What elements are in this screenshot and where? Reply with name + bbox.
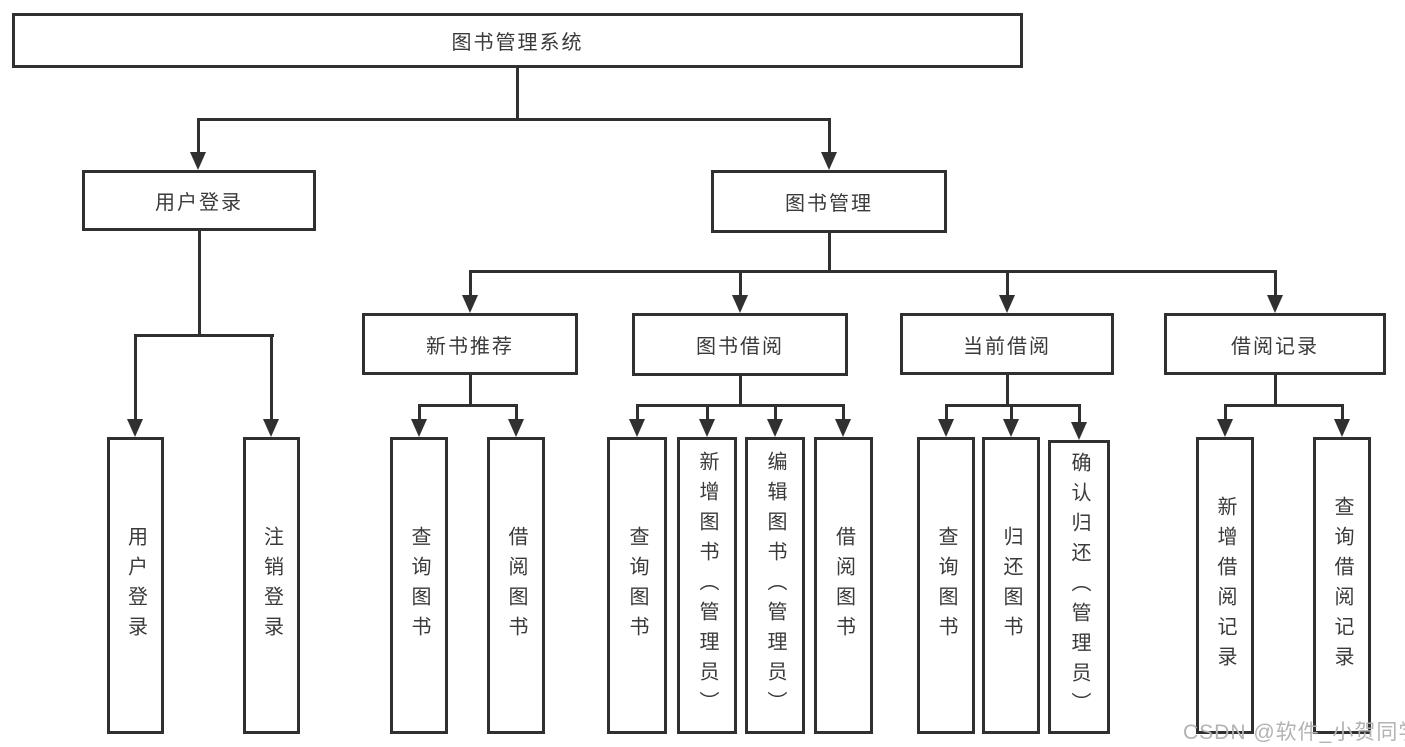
leaf-borrow-query-books: 查询图书	[607, 437, 667, 734]
connector-line	[828, 232, 831, 271]
connector-line	[1224, 407, 1227, 419]
node-book-management: 图书管理	[711, 170, 947, 233]
connector-line	[636, 407, 639, 419]
arrow-down-icon	[938, 419, 954, 437]
node-current-borrow: 当前借阅	[900, 313, 1114, 375]
leaf-user-login: 用户登录	[107, 437, 164, 734]
connector-line	[418, 407, 421, 419]
arrow-down-icon	[263, 419, 279, 437]
connector-line	[1274, 375, 1277, 405]
connector-line	[134, 334, 274, 337]
leaf-recommend-query-books: 查询图书	[390, 437, 448, 734]
node-user-login-label: 用户登录	[155, 192, 243, 214]
connector-line	[515, 407, 518, 419]
connector-line	[828, 121, 831, 152]
connector-line	[1274, 273, 1277, 295]
connector-line	[418, 404, 518, 407]
connector-line	[1006, 375, 1009, 405]
arrow-down-icon	[411, 419, 427, 437]
connector-line	[945, 407, 948, 419]
connector-line	[1006, 273, 1009, 295]
node-borrow-records: 借阅记录	[1164, 313, 1386, 375]
arrow-down-icon	[462, 295, 478, 313]
connector-line	[197, 121, 200, 152]
leaf-records-add-record: 新增借阅记录	[1196, 437, 1254, 734]
arrow-down-icon	[127, 419, 143, 437]
connector-line	[739, 376, 742, 405]
leaf-records-query-record: 查询借阅记录	[1313, 437, 1371, 734]
leaf-current-confirm-return-admin: 确认归还（管理员）	[1048, 440, 1110, 734]
connector-line	[469, 375, 472, 405]
leaf-current-return-books: 归还图书	[982, 437, 1040, 734]
leaf-current-query-books: 查询图书	[917, 437, 975, 734]
connector-line	[945, 404, 1081, 407]
arrow-down-icon	[508, 419, 524, 437]
connector-line	[842, 407, 845, 419]
arrow-down-icon	[999, 295, 1015, 313]
node-book-borrow: 图书借阅	[632, 313, 848, 376]
leaf-borrow-borrow-books: 借阅图书	[814, 437, 873, 734]
arrow-down-icon	[190, 152, 206, 170]
connector-line	[469, 270, 1277, 273]
leaf-borrow-add-books-admin: 新增图书（管理员）	[677, 437, 737, 734]
arrow-down-icon	[1334, 419, 1350, 437]
connector-line	[1224, 404, 1344, 407]
arrow-down-icon	[732, 295, 748, 313]
node-borrow-records-label: 借阅记录	[1231, 335, 1319, 358]
arrow-down-icon	[1217, 419, 1233, 437]
node-root-label: 图书管理系统	[451, 32, 584, 54]
arrow-down-icon	[767, 419, 783, 437]
node-root: 图书管理系统	[12, 13, 1023, 68]
connector-line	[706, 407, 709, 419]
connector-line	[469, 273, 472, 295]
node-user-login: 用户登录	[82, 170, 316, 231]
arrow-down-icon	[1003, 419, 1019, 437]
connector-line	[197, 118, 831, 121]
watermark: CSDN @软件_小贺同学	[1183, 721, 1405, 744]
node-new-book-recommend-label: 新书推荐	[426, 335, 514, 358]
leaf-recommend-borrow-books: 借阅图书	[487, 437, 545, 734]
leaf-borrow-edit-books-admin: 编辑图书（管理员）	[745, 437, 805, 734]
connector-line	[1010, 407, 1013, 419]
node-book-borrow-label: 图书借阅	[696, 336, 784, 358]
connector-line	[516, 68, 519, 119]
node-book-management-label: 图书管理	[785, 193, 873, 215]
node-current-borrow-label: 当前借阅	[963, 335, 1051, 358]
arrow-down-icon	[699, 419, 715, 437]
arrow-down-icon	[629, 419, 645, 437]
connector-line	[739, 273, 742, 295]
leaf-logout: 注销登录	[243, 437, 300, 734]
node-new-book-recommend: 新书推荐	[362, 313, 578, 375]
arrow-down-icon	[1267, 295, 1283, 313]
connector-line	[270, 337, 273, 419]
connector-line	[134, 337, 137, 419]
connector-line	[198, 231, 201, 334]
connector-line	[636, 404, 845, 407]
arrow-down-icon	[835, 419, 851, 437]
arrow-down-icon	[1071, 422, 1087, 440]
connector-line	[1341, 407, 1344, 419]
arrow-down-icon	[821, 152, 837, 170]
connector-line	[774, 407, 777, 419]
connector-line	[1078, 407, 1081, 422]
